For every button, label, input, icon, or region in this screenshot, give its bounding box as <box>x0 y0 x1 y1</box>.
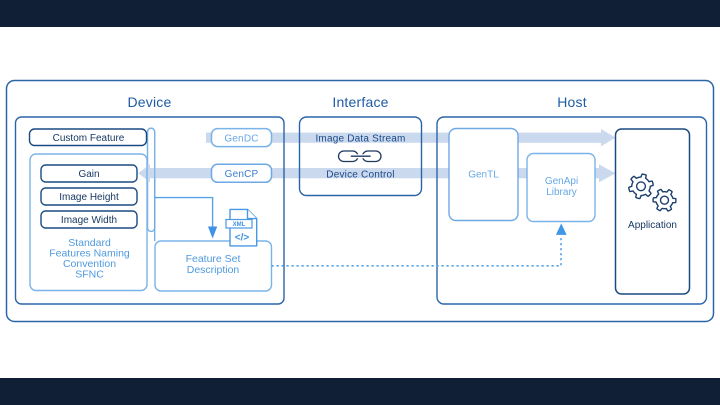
svg-text:Image Width: Image Width <box>61 215 117 226</box>
svg-text:Image Height: Image Height <box>59 192 119 203</box>
svg-text:GenDC: GenDC <box>224 133 258 144</box>
svg-text:SFNC: SFNC <box>75 268 104 280</box>
svg-text:Library: Library <box>546 187 577 198</box>
svg-text:GenApi: GenApi <box>545 176 578 187</box>
svg-text:Standard: Standard <box>68 237 111 249</box>
svg-text:GenTL: GenTL <box>468 170 499 181</box>
svg-text:Description: Description <box>187 264 240 276</box>
svg-text:Interface: Interface <box>332 94 388 110</box>
svg-text:</>: </> <box>235 232 250 243</box>
svg-text:Convention: Convention <box>63 258 116 270</box>
svg-text:Image Data Stream: Image Data Stream <box>315 133 405 144</box>
svg-text:Device: Device <box>128 94 172 110</box>
svg-text:Feature Set: Feature Set <box>186 253 241 265</box>
svg-text:Application: Application <box>628 220 677 231</box>
svg-text:Custom Feature: Custom Feature <box>53 133 125 144</box>
svg-text:Device Control: Device Control <box>326 169 394 180</box>
svg-text:GenCP: GenCP <box>225 169 259 180</box>
svg-text:XML: XML <box>233 222 246 228</box>
svg-text:Features Naming: Features Naming <box>49 247 130 259</box>
svg-text:Gain: Gain <box>78 169 99 180</box>
svg-text:Host: Host <box>557 94 587 110</box>
